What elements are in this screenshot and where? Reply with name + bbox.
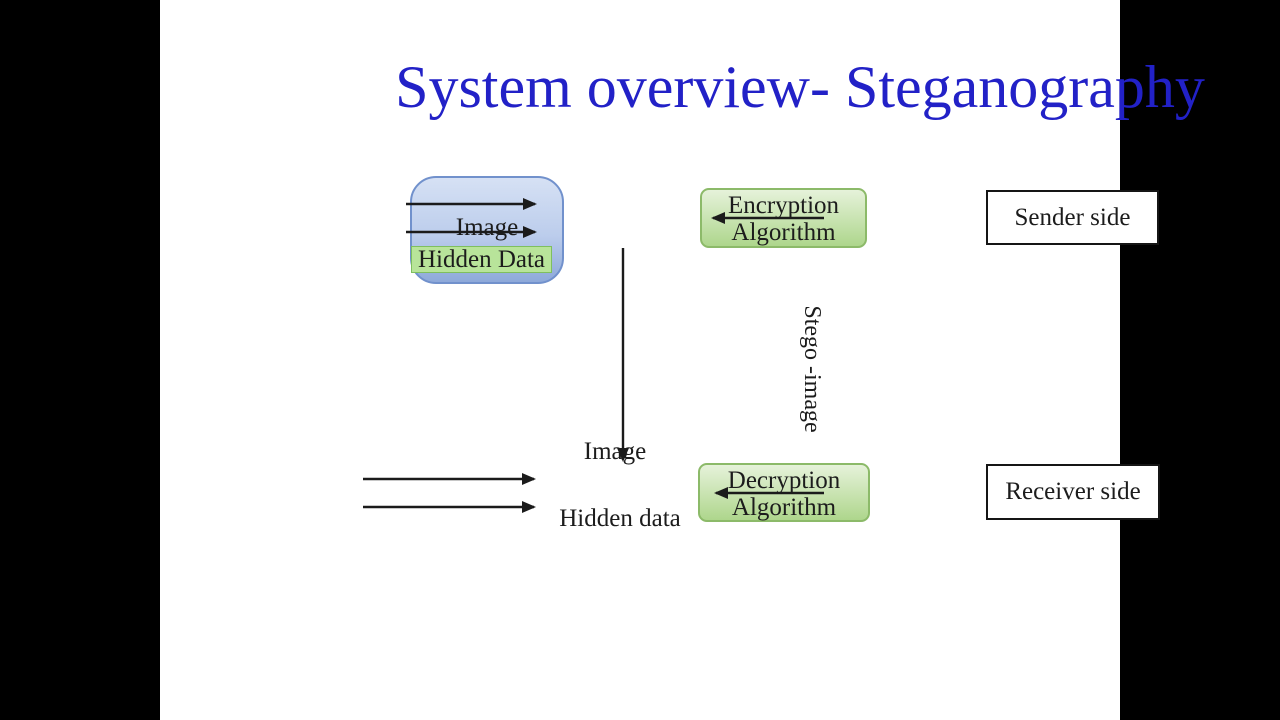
stego-image-arrow-label: Stego -image (799, 305, 825, 433)
hidden-data-chip: Hidden Data (411, 246, 552, 273)
encryption-algorithm-box: Encryption Algorithm (700, 188, 867, 248)
receiver-side-box: Receiver side (986, 464, 1160, 520)
image-hidden-data-box: Image Hidden Data (410, 176, 564, 284)
sender-side-box: Sender side (986, 190, 1159, 245)
receiver-side-label: Receiver side (1005, 478, 1141, 505)
decryption-box-line1: Decryption (727, 467, 841, 494)
encryption-box-line1: Encryption (727, 192, 840, 219)
decryption-box-line2: Algorithm (731, 494, 837, 521)
decryption-input-hidden-data-label: Hidden data (559, 505, 681, 532)
slide-title: System overview- Steganography (395, 54, 1205, 120)
image-box-label: Image (455, 214, 519, 241)
decryption-algorithm-box: Decryption Algorithm (698, 463, 870, 522)
decryption-input-image-label: Image (583, 438, 647, 465)
slide-background: System overview- Steganography Image Hid… (160, 0, 1205, 720)
encryption-box-line2: Algorithm (731, 219, 836, 246)
sender-side-label: Sender side (1014, 203, 1131, 231)
